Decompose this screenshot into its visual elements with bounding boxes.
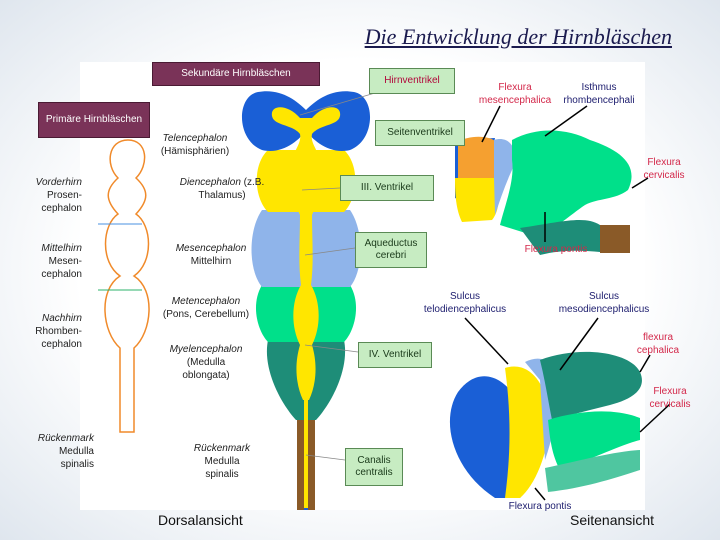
- side-flexura-orange: [458, 136, 496, 178]
- box-ventrikel-3: III. Ventrikel: [340, 175, 434, 201]
- box-primaere-hirnblaeschen: Primäre Hirnbläschen: [38, 102, 150, 138]
- side2-metencephalon: [540, 351, 642, 420]
- side-rueckenmark: [600, 225, 630, 253]
- label-telencephalon: Telencephalon (Hämisphärien): [160, 133, 230, 157]
- label-flexura-pontis: Flexura pontis: [524, 244, 588, 255]
- side-metencephalon: [500, 130, 632, 236]
- box-aqueductus: Aqueductus cerebri: [355, 232, 427, 268]
- label-sulcus-telodiencephalicus: Sulcus telodiencephalicus: [423, 291, 507, 315]
- ventricle-system: [271, 107, 341, 400]
- label-mittelhirn: Mittelhirn Mesen- cephalon: [41, 243, 82, 280]
- label-flexura-cephalica: flexura cephalica: [636, 332, 680, 356]
- label-rueckenmark-primaer: Rückenmark Medulla spinalis: [37, 433, 94, 470]
- label-diencephalon: Diencephalon (z.B. Thalamus): [179, 177, 265, 201]
- label-dorsalansicht: Dorsalansicht: [158, 512, 243, 528]
- page-title: Die Entwicklung der Hirnbläschen: [364, 24, 672, 49]
- side-diencephalon: [455, 178, 499, 222]
- label-nachhirn: Nachhirn Rhomben- cephalon: [35, 313, 82, 350]
- box-ventrikel-4: IV. Ventrikel: [358, 342, 432, 368]
- label-mesencephalon: Mesencephalon Mittelhirn: [175, 243, 247, 267]
- label-flexura-cervicalis: Flexura cervicalis: [643, 157, 685, 181]
- label-vorderhirn: Vorderhirn Prosen- cephalon: [35, 177, 82, 214]
- label-isthmus: Isthmus rhombencephali: [563, 82, 635, 106]
- label-rueckenmark-sekundaer: Rückenmark Medulla spinalis: [193, 443, 251, 480]
- label-flexura-mesencephalica: Flexura mesencephalica: [478, 82, 552, 106]
- box-seitenventrikel: Seitenventrikel: [375, 120, 465, 146]
- label-myelencephalon: Myelencephalon (Medulla oblongata): [169, 344, 243, 381]
- side2-green: [548, 411, 640, 470]
- side-mesencephalon: [494, 139, 515, 215]
- box-canalis: Canalis centralis: [345, 448, 403, 486]
- label-metencephalon: Metencephalon (Pons, Cerebellum): [162, 296, 250, 320]
- label-flexura-cervicalis-2: Flexura cervicalis: [649, 386, 691, 410]
- side2-diencephalon: [505, 366, 550, 498]
- primary-vesicle-outline: [104, 139, 150, 433]
- box-hirnventrikel: Hirnventrikel: [369, 68, 455, 94]
- box-sekundaere-hirnblaeschen: Sekundäre Hirnbläschen: [152, 62, 320, 86]
- label-sulcus-mesodiencephalicus: Sulcus mesodiencephalicus: [558, 291, 650, 315]
- side2-myelencephalon: [545, 450, 640, 492]
- side-myelencephalon: [520, 219, 600, 255]
- label-flexura-pontis-2: Flexura pontis: [508, 501, 572, 512]
- label-seitenansicht: Seitenansicht: [570, 512, 655, 528]
